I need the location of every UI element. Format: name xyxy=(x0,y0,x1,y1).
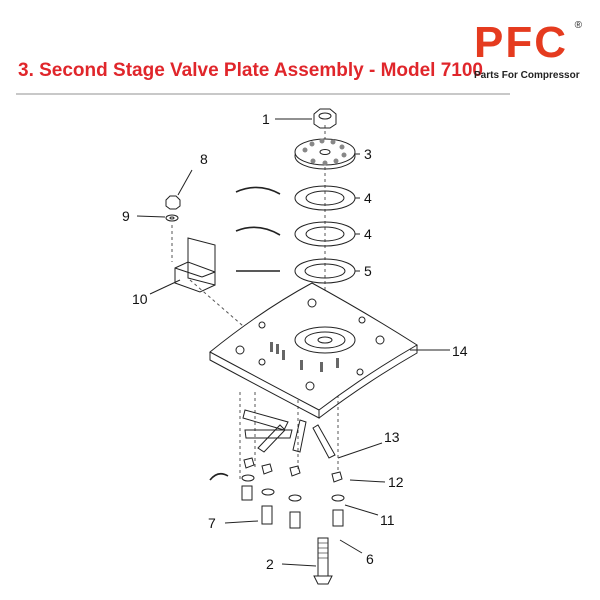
logo-tagline: Parts For Compressor xyxy=(474,70,580,81)
callout-7: 7 xyxy=(208,515,216,531)
bracket-part-10 xyxy=(174,237,216,293)
logo-letters: PFC xyxy=(474,18,568,67)
registered-mark: ® xyxy=(574,20,582,31)
callout-1: 1 xyxy=(262,111,270,127)
callout-14: 14 xyxy=(452,343,468,359)
spring-washer-part-4b xyxy=(294,221,356,247)
nut-part-1 xyxy=(313,108,337,129)
callout-13: 13 xyxy=(384,429,400,445)
callout-3: 3 xyxy=(364,146,372,162)
valve-plate-part-14 xyxy=(209,282,418,419)
callout-6: 6 xyxy=(366,551,374,567)
callout-2: 2 xyxy=(266,556,274,572)
side-views xyxy=(209,186,281,481)
washer-part-9 xyxy=(165,214,179,222)
lock-washers-part-11 xyxy=(241,474,345,502)
screws-part-7 xyxy=(241,485,344,529)
valve-ring-part-5 xyxy=(294,258,356,284)
callout-11: 11 xyxy=(380,512,395,528)
callout-4a: 4 xyxy=(364,190,372,206)
callout-4b: 4 xyxy=(364,226,372,242)
callout-12: 12 xyxy=(388,474,404,490)
nut-part-8 xyxy=(165,195,181,210)
callout-9: 9 xyxy=(122,208,130,224)
callout-10: 10 xyxy=(132,291,148,307)
callout-5: 5 xyxy=(364,263,372,279)
pfc-logo: PFC ® Parts For Compressor xyxy=(470,20,588,86)
callout-8: 8 xyxy=(200,151,208,167)
title-divider xyxy=(16,93,510,95)
valve-disc-part-3 xyxy=(294,138,356,170)
washers-part-12 xyxy=(243,457,343,483)
bolt-part-2 xyxy=(313,537,333,585)
page-title: 3. Second Stage Valve Plate Assembly - M… xyxy=(18,60,483,81)
spring-washer-part-4a xyxy=(294,185,356,211)
reed-valves-part-13 xyxy=(242,409,336,459)
